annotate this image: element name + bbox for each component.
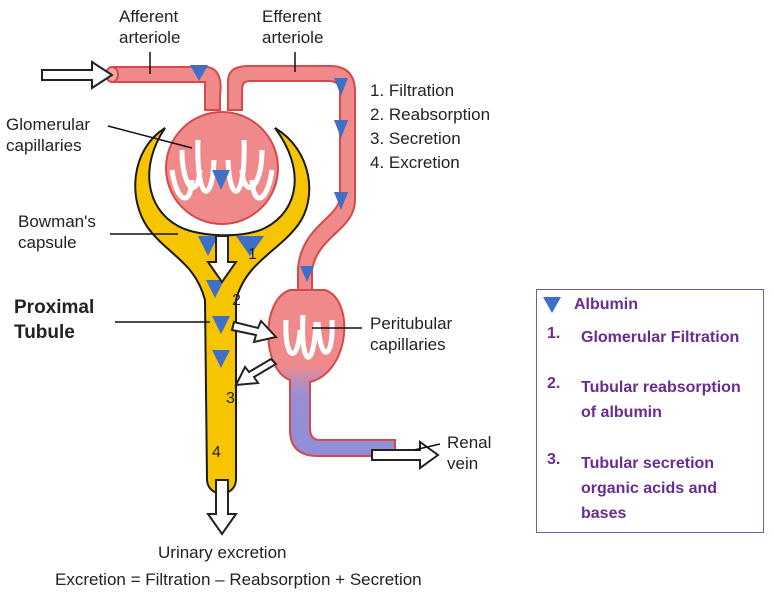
step-item: 4. Excretion	[370, 153, 460, 172]
step-item: 1. Filtration	[370, 81, 455, 100]
albumin-triangle-icon	[543, 297, 561, 313]
legend-item: 3. Tubular secretion organic acids and b…	[547, 451, 718, 522]
albumin-legend: Albumin 1. Glomerular Filtration 2. Tubu…	[536, 289, 764, 533]
step-item: 3. Secretion	[370, 129, 461, 148]
peritubular-loops	[283, 314, 335, 360]
glomerulus	[165, 111, 279, 225]
excretion-equation: Excretion = Filtration – Reabsorption + …	[55, 570, 422, 589]
glomerular-loops	[169, 139, 275, 201]
legend-title: Albumin	[574, 296, 638, 313]
afferent-arteriole	[111, 66, 222, 111]
legend-header: Albumin	[543, 296, 638, 314]
process-steps: 1. Filtration 2. Reabsorption 3. Secreti…	[370, 79, 490, 175]
bowmans-capsule-tubule	[134, 127, 311, 495]
step-marker: 2	[232, 292, 241, 309]
leader-lines	[107, 52, 441, 451]
albumin-markers	[190, 65, 348, 368]
step-marker: 3	[226, 390, 235, 407]
step-marker: 1	[248, 246, 257, 263]
legend-item: 2. Tubular reabsorption of albumin	[547, 375, 741, 421]
step-item: 2. Reabsorption	[370, 105, 491, 124]
urinary-excretion-label: Urinary excretion	[158, 543, 287, 562]
legend-item: 1. Glomerular Filtration	[547, 325, 740, 346]
step-marker: 4	[212, 444, 221, 461]
